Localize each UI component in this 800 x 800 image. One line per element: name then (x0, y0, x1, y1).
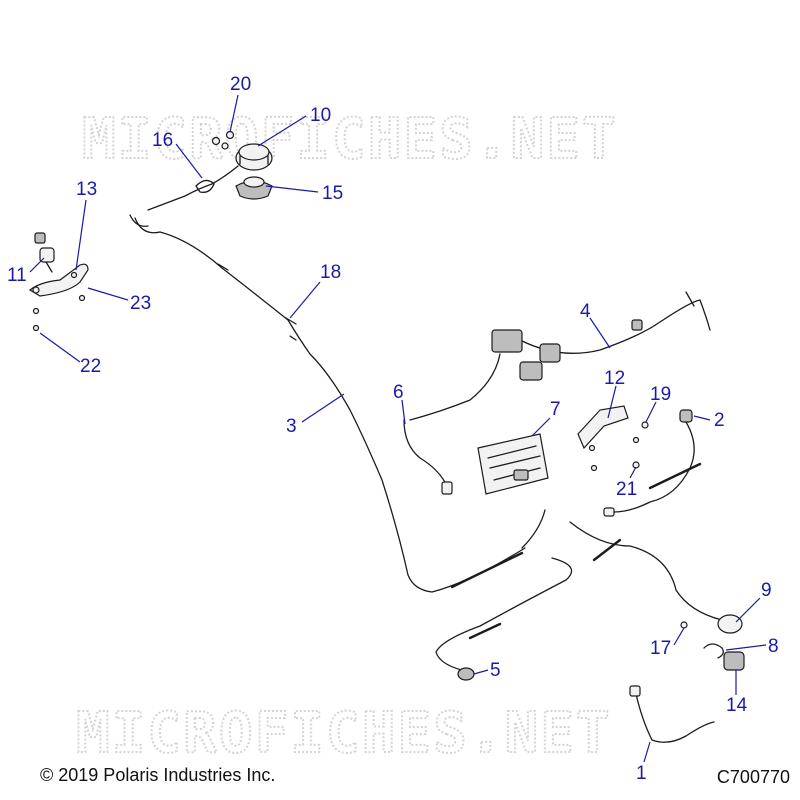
part-2-sensor-drawing (603, 409, 702, 517)
callout-19[interactable]: 19 (650, 384, 671, 405)
callout-8[interactable]: 8 (768, 636, 779, 657)
callout-2[interactable]: 2 (714, 410, 725, 431)
callout-20[interactable]: 20 (230, 74, 251, 95)
callout-9[interactable]: 9 (761, 580, 772, 601)
part-12-bracket-drawing (577, 405, 629, 452)
part-4-main-harness-drawing (409, 291, 711, 421)
watermark-bottom: MICROFICHES.NET (76, 701, 612, 766)
part-15-grommet-drawing (235, 176, 273, 200)
part-23-22-fasteners-drawing (32, 294, 86, 332)
part-13-bracket-drawing (28, 263, 89, 297)
part-6-harness-drawing (403, 419, 453, 495)
callout-1[interactable]: 1 (636, 763, 647, 784)
callout-3[interactable]: 3 (286, 416, 297, 437)
callout-22[interactable]: 22 (80, 356, 101, 377)
part-14-switch-drawing (723, 651, 745, 671)
callout-4[interactable]: 4 (580, 301, 591, 322)
part-20-screws-drawing (211, 130, 235, 150)
part-1-harness-drawing (629, 685, 715, 743)
part-19-21-fasteners-drawing (590, 421, 649, 472)
leader-lines (29, 94, 767, 763)
callout-18[interactable]: 18 (320, 262, 341, 283)
part-11-clip-drawing (34, 232, 55, 273)
callout-14[interactable]: 14 (726, 695, 748, 716)
part-7-module-drawing (477, 433, 549, 495)
part-10-cap-drawing (235, 143, 273, 171)
callout-10[interactable]: 10 (310, 105, 331, 126)
part-8-clip-drawing (703, 643, 724, 659)
callout-13[interactable]: 13 (76, 179, 97, 200)
part-16-harness-drawing (147, 165, 239, 211)
callout-labels: 20 10 16 15 13 11 23 22 18 3 4 6 7 12 19… (7, 74, 779, 784)
diagram-code: C700770 (716, 767, 790, 787)
callout-12[interactable]: 12 (604, 368, 625, 389)
callout-11[interactable]: 11 (7, 265, 27, 286)
part-5-harness-drawing (435, 557, 573, 681)
callout-15[interactable]: 15 (322, 183, 343, 204)
callout-23[interactable]: 23 (130, 293, 151, 314)
part-9-sensor-harness-drawing (569, 521, 743, 634)
callout-16[interactable]: 16 (152, 130, 173, 151)
callout-7[interactable]: 7 (550, 399, 561, 420)
watermark-top: MICROFICHES.NET (82, 107, 618, 172)
part-17-fastener-drawing (680, 621, 688, 629)
part-3-harness-drawing (129, 214, 546, 593)
callout-17[interactable]: 17 (650, 638, 671, 659)
copyright-text: © 2019 Polaris Industries Inc. (40, 765, 276, 785)
callout-5[interactable]: 5 (490, 660, 501, 681)
callout-6[interactable]: 6 (393, 382, 404, 403)
callout-21[interactable]: 21 (616, 479, 637, 500)
